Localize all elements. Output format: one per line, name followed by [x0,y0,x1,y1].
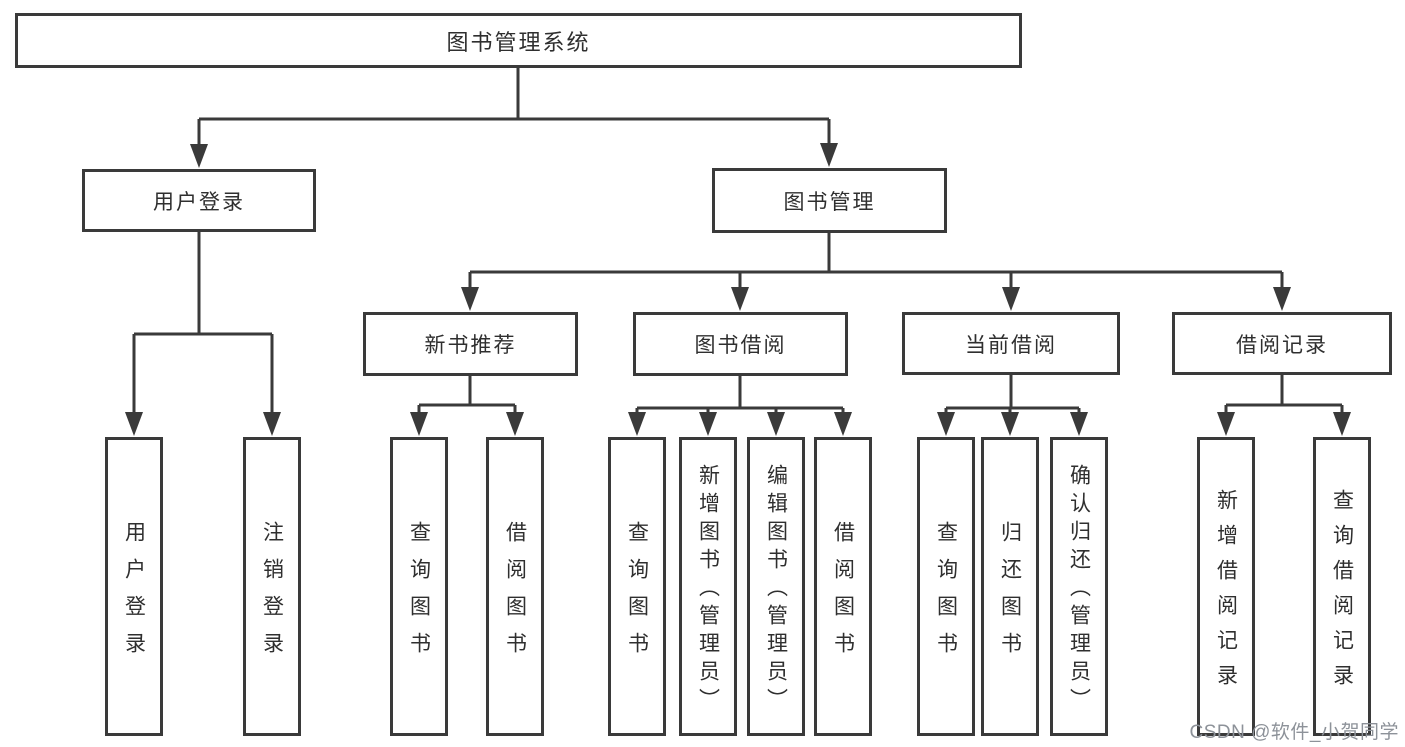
node-label: 图书管理 [783,190,876,214]
arrowhead-icon [1070,412,1088,436]
arrowhead-icon [699,412,717,436]
node-label: 借阅图书 [831,520,855,669]
node-label: 查询图书 [934,520,958,669]
node-leaf-query-books: 查询图书 [608,437,666,736]
connector-br-children [1224,375,1344,417]
arrowhead-icon [506,412,524,436]
arrowhead-icon [937,412,955,436]
arrowhead-icon [1333,412,1351,436]
node-leaf-query-borrow-record: 查询借阅记录 [1313,437,1371,736]
node-label: 查询图书 [407,520,431,669]
node-new-book-recommend: 新书推荐 [363,312,578,376]
node-leaf-add-books-admin: 新增图书（管理员） [679,437,737,736]
node-leaf-borrow-books: 借阅图书 [814,437,872,736]
connector-login-children [132,232,274,416]
node-book-borrowing: 图书借阅 [633,312,848,376]
node-label: 当前借阅 [965,333,1057,357]
node-current-borrowing: 当前借阅 [902,312,1120,375]
node-leaf-user-login: 用户登录 [105,437,163,736]
node-borrowing-records: 借阅记录 [1172,312,1392,375]
node-label: 新增图书（管理员） [696,464,720,716]
arrowhead-icon [834,412,852,436]
arrowhead-icon [628,412,646,436]
node-label: 编辑图书（管理员） [764,464,788,716]
node-leaf-add-borrow-record: 新增借阅记录 [1197,437,1255,736]
node-label: 用户登录 [153,190,245,214]
arrowhead-icon [1217,412,1235,436]
node-label: 图书管理系统 [446,29,591,55]
node-book-management: 图书管理 [712,168,947,233]
node-label: 确认归还（管理员） [1067,464,1091,716]
arrowhead-icon [767,412,785,436]
arrowhead-icon [820,143,838,167]
arrowhead-icon [1273,287,1291,311]
connector-mgmt-to-level3 [468,233,1284,291]
node-label: 归还图书 [998,520,1022,669]
connector-cb-children [944,375,1081,417]
csdn-watermark: CSDN @软件_小贺同学 [1189,722,1399,743]
node-leaf-confirm-return-admin: 确认归还（管理员） [1050,437,1108,736]
arrowhead-icon [461,287,479,311]
node-label: 借阅记录 [1236,333,1328,357]
node-leaf-query-books: 查询图书 [390,437,448,736]
node-leaf-return-books: 归还图书 [981,437,1039,736]
node-leaf-edit-books-admin: 编辑图书（管理员） [747,437,805,736]
node-label: 查询图书 [625,520,649,669]
node-label: 新增借阅记录 [1214,488,1238,699]
node-leaf-borrow-books: 借阅图书 [486,437,544,736]
arrowhead-icon [1002,287,1020,311]
arrowhead-icon [1001,412,1019,436]
node-leaf-logout: 注销登录 [243,437,301,736]
arrowhead-icon [731,287,749,311]
node-label: 用户登录 [122,520,146,669]
node-leaf-query-books: 查询图书 [917,437,975,736]
connector-root-to-level2 [197,68,831,148]
node-label: 查询借阅记录 [1330,488,1354,699]
node-library-management-system: 图书管理系统 [15,13,1022,68]
node-label: 新书推荐 [424,334,517,357]
connector-bb-children [635,376,845,417]
arrowhead-icon [410,412,428,436]
node-label: 注销登录 [260,520,284,669]
arrowhead-icon [263,412,281,436]
node-label: 图书借阅 [694,334,787,357]
arrowhead-icon [125,412,143,436]
connector-rec-children [417,376,517,416]
node-user-login: 用户登录 [82,169,316,232]
arrowhead-icon [190,144,208,168]
node-label: 借阅图书 [503,520,527,669]
